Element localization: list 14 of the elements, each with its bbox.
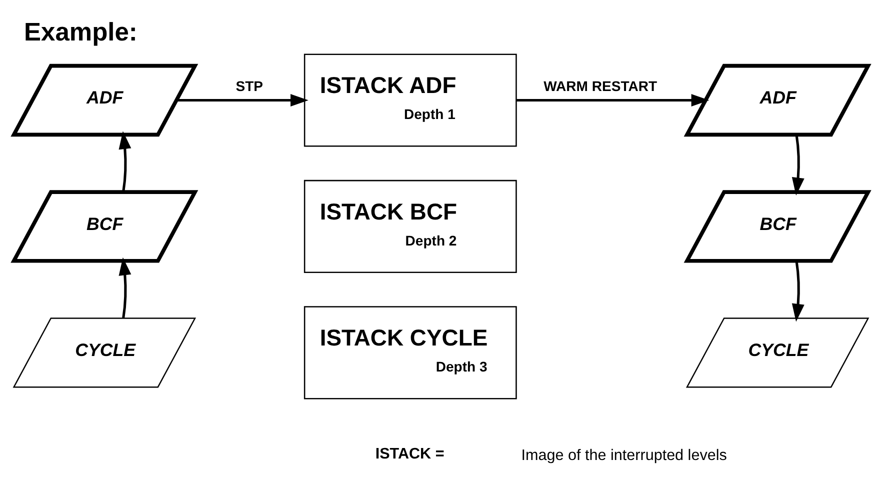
label: ISTACK =	[375, 445, 444, 462]
node-box: ISTACK ADF Depth 1	[304, 53, 517, 146]
label: Image of the interrupted levels	[521, 446, 727, 464]
edge-label: STP	[236, 78, 264, 94]
edge-label: WARM RESTART	[544, 78, 658, 94]
diagram-title: Example:	[24, 18, 138, 46]
node-box: ISTACK CYCLE Depth 3	[304, 306, 517, 399]
arrow	[792, 260, 804, 322]
arrow	[516, 93, 710, 106]
node-box: ISTACK BCF Depth 2	[304, 179, 517, 272]
arrow	[118, 130, 132, 192]
arrow	[176, 93, 308, 106]
arrow	[118, 256, 132, 318]
arrow	[792, 134, 804, 196]
